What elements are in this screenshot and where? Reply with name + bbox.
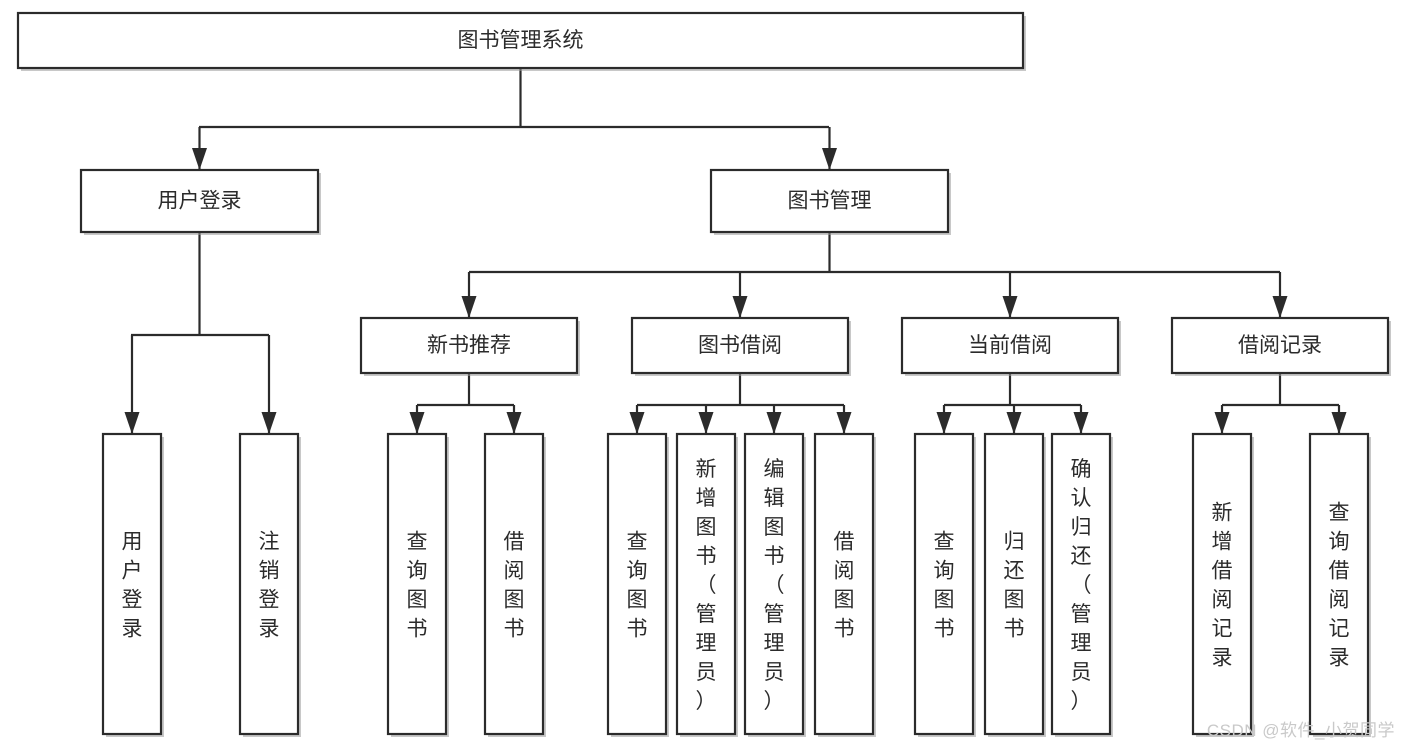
- node-layer: 图书管理系统用户登录图书管理新书推荐图书借阅当前借阅借阅记录用户登录注销登录查询…: [16, 11, 1391, 737]
- node-label: 归还图书: [1004, 531, 1025, 641]
- node-label: 借阅图书: [504, 531, 525, 641]
- node-label: 用户登录: [122, 531, 143, 641]
- node-box[interactable]: [913, 432, 975, 736]
- node-leaf-lf-6[interactable]: 编辑图书（管理员）: [743, 432, 806, 737]
- node-leaf-lf-3[interactable]: 借阅图书: [483, 432, 546, 737]
- arrow-head-icon-lf-11: [1214, 412, 1230, 434]
- node-label: 图书借阅: [698, 334, 782, 357]
- arrow-head-icon-lf-5: [698, 412, 714, 434]
- node-label: 确认归还（管理员）: [1071, 458, 1092, 713]
- node-box[interactable]: [79, 168, 320, 234]
- node-label: 用户登录: [158, 190, 242, 213]
- node-box[interactable]: [743, 432, 805, 736]
- node-leaf-lf-8[interactable]: 查询图书: [913, 432, 976, 737]
- node-label: 查询图书: [407, 531, 428, 641]
- node-box[interactable]: [813, 432, 875, 736]
- node-label: 借阅图书: [834, 531, 855, 641]
- node-box[interactable]: [983, 432, 1045, 736]
- arrow-head-icon-lf-10: [1073, 412, 1089, 434]
- arrow-head-icon-lf-3: [506, 412, 522, 434]
- node-level2-l2-1[interactable]: 图书管理: [709, 168, 951, 235]
- arrow-head-icon-lf-6: [766, 412, 782, 434]
- node-box[interactable]: [900, 316, 1120, 375]
- node-leaf-lf-9[interactable]: 归还图书: [983, 432, 1046, 737]
- arrow-head-icon-l2-1: [822, 148, 837, 170]
- node-box[interactable]: [1191, 432, 1253, 736]
- node-label: 新书推荐: [427, 334, 511, 357]
- node-label: 查询图书: [934, 531, 955, 641]
- node-label: 借阅记录: [1238, 334, 1322, 357]
- node-box[interactable]: [630, 316, 850, 375]
- node-box[interactable]: [1308, 432, 1370, 736]
- node-label: 图书管理: [788, 190, 872, 213]
- node-label: 新增图书（管理员）: [696, 458, 717, 713]
- node-label: 注销登录: [259, 531, 280, 641]
- node-box[interactable]: [359, 316, 579, 375]
- node-leaf-lf-2[interactable]: 查询图书: [386, 432, 449, 737]
- node-label: 编辑图书（管理员）: [764, 458, 785, 713]
- node-root-root[interactable]: 图书管理系统: [16, 11, 1026, 71]
- arrow-head-icon-lf-9: [1006, 412, 1022, 434]
- arrow-head-icon-lf-0: [124, 412, 140, 434]
- arrow-head-icon-lf-8: [936, 412, 952, 434]
- node-label: 查询借阅记录: [1329, 502, 1350, 670]
- node-box[interactable]: [675, 432, 737, 736]
- node-box[interactable]: [16, 11, 1025, 70]
- node-label: 当前借阅: [968, 334, 1052, 357]
- node-leaf-lf-1[interactable]: 注销登录: [238, 432, 301, 737]
- watermark-label: CSDN @软件_小贺同学: [1206, 721, 1395, 740]
- arrow-head-icon-l2-0: [192, 148, 207, 170]
- node-level2-l2-0[interactable]: 用户登录: [79, 168, 321, 235]
- node-leaf-lf-7[interactable]: 借阅图书: [813, 432, 876, 737]
- node-box[interactable]: [709, 168, 950, 234]
- node-box[interactable]: [1170, 316, 1390, 375]
- node-level3-l3-1[interactable]: 图书借阅: [630, 316, 851, 376]
- arrow-head-icon-l3-0: [461, 296, 477, 318]
- arrow-head-icon-lf-1: [261, 412, 277, 434]
- connector-layer: [124, 68, 1347, 434]
- node-label: 图书管理系统: [458, 29, 584, 52]
- node-box[interactable]: [606, 432, 668, 736]
- node-box[interactable]: [101, 432, 163, 736]
- node-box[interactable]: [238, 432, 300, 736]
- arrow-head-icon-l3-2: [1002, 296, 1018, 318]
- node-leaf-lf-5[interactable]: 新增图书（管理员）: [675, 432, 738, 737]
- arrow-head-icon-lf-4: [629, 412, 645, 434]
- arrow-head-icon-l3-3: [1272, 296, 1288, 318]
- node-level3-l3-3[interactable]: 借阅记录: [1170, 316, 1391, 376]
- node-box[interactable]: [386, 432, 448, 736]
- node-leaf-lf-0[interactable]: 用户登录: [101, 432, 164, 737]
- arrow-head-icon-l3-1: [732, 296, 748, 318]
- arrow-head-icon-lf-12: [1331, 412, 1347, 434]
- node-leaf-lf-10[interactable]: 确认归还（管理员）: [1050, 432, 1113, 737]
- arrow-head-icon-lf-2: [409, 412, 425, 434]
- node-box[interactable]: [1050, 432, 1112, 736]
- node-level3-l3-2[interactable]: 当前借阅: [900, 316, 1121, 376]
- node-level3-l3-0[interactable]: 新书推荐: [359, 316, 580, 376]
- arrow-head-icon-lf-7: [836, 412, 852, 434]
- node-leaf-lf-11[interactable]: 新增借阅记录: [1191, 432, 1254, 737]
- node-label: 新增借阅记录: [1212, 502, 1233, 670]
- node-leaf-lf-4[interactable]: 查询图书: [606, 432, 669, 737]
- node-box[interactable]: [483, 432, 545, 736]
- node-leaf-lf-12[interactable]: 查询借阅记录: [1308, 432, 1371, 737]
- node-label: 查询图书: [627, 531, 648, 641]
